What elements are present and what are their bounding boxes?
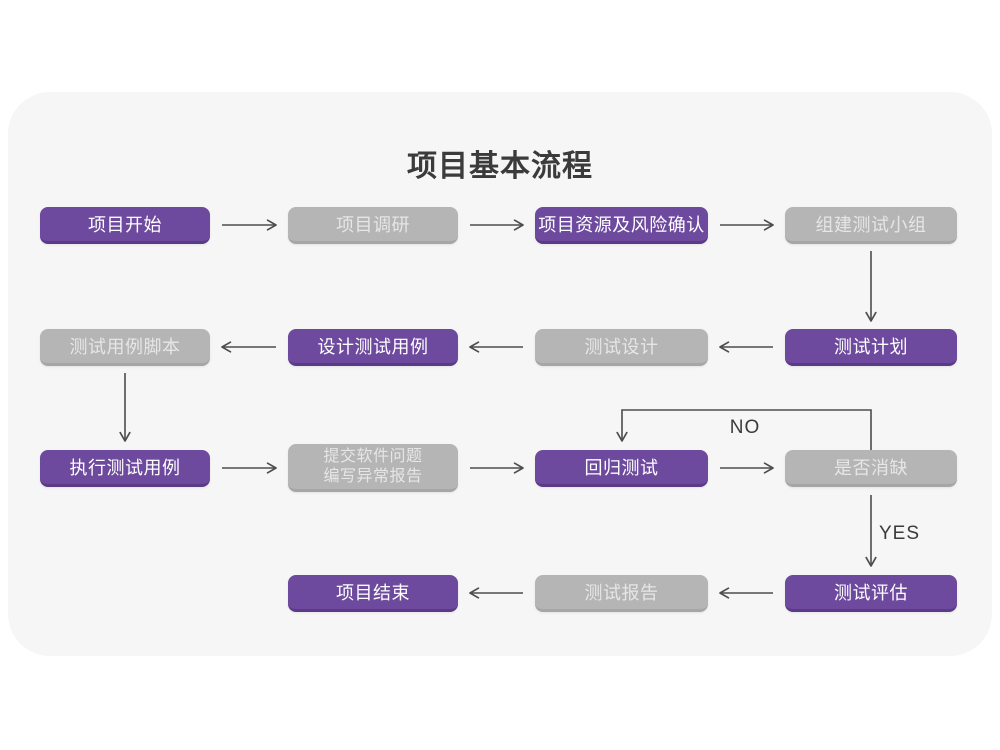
flow-node-test-design: 测试设计 — [535, 329, 708, 366]
flow-node-resources-risk-confirmation: 项目资源及风险确认 — [535, 207, 708, 244]
flow-node-test-case-script: 测试用例脚本 — [40, 329, 210, 366]
flow-node-project-end: 项目结束 — [288, 575, 458, 612]
flow-node-project-research: 项目调研 — [288, 207, 458, 244]
flowchart-card — [8, 92, 992, 656]
flow-node-submit-issues-exception-report: 提交软件问题 编写异常报告 — [288, 444, 458, 492]
flow-node-test-evaluation: 测试评估 — [785, 575, 957, 612]
flow-node-project-start: 项目开始 — [40, 207, 210, 244]
flow-node-form-test-team: 组建测试小组 — [785, 207, 957, 244]
flow-node-design-test-cases: 设计测试用例 — [288, 329, 458, 366]
diagram-title: 项目基本流程 — [407, 150, 593, 183]
flow-node-test-report: 测试报告 — [535, 575, 708, 612]
flow-node-execute-test-cases: 执行测试用例 — [40, 450, 210, 487]
flow-node-defect-resolved-check: 是否消缺 — [785, 450, 957, 487]
flow-node-test-plan: 测试计划 — [785, 329, 957, 366]
flow-node-regression-test: 回归测试 — [535, 450, 708, 487]
